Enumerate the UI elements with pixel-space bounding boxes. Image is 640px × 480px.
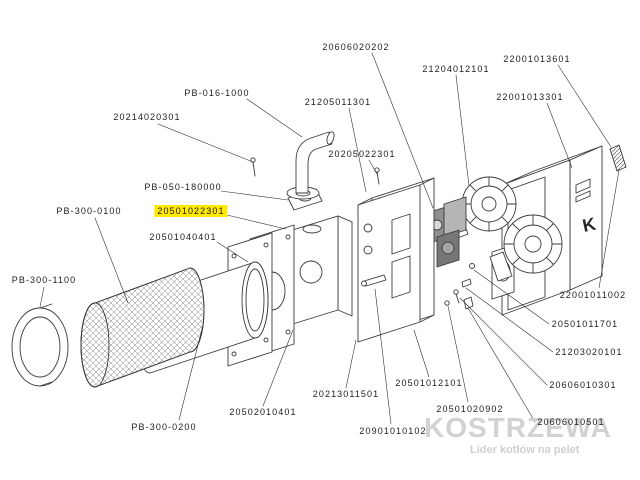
part-label-20606010501: 20606010501 [537,417,605,427]
perforated-outer-tube [80,267,205,388]
part-label-21205011301: 21205011301 [304,97,372,107]
part-label-20606020202: 20606020202 [322,42,390,52]
part-label-pb-300-0200: PB-300-0200 [131,422,197,432]
leader-lines [39,52,620,425]
part-label-20213011501: 20213011501 [312,389,380,399]
part-label-21204012101: 21204012101 [422,64,490,74]
part-label-pb-300-0100: PB-300-0100 [56,206,122,216]
part-label-20501012101: 20501012101 [395,378,463,388]
elbow-pipe [286,131,335,200]
fastener-cluster [444,263,475,310]
fan-blower-front [489,214,563,282]
igniter [361,274,387,287]
watermark-brand: KOSTRZEWA [424,412,612,443]
small-bolt [374,167,380,185]
part-label-20501022301-highlighted: 20501022301 [154,205,228,217]
rear-plate-front [357,177,435,343]
part-label-20606010301: 20606010301 [549,380,617,390]
part-label-22001013301: 22001013301 [496,92,564,102]
part-label-pb-300-1100: PB-300-1100 [11,275,77,285]
part-label-20501020902: 20501020902 [436,404,504,414]
part-label-22001013601: 22001013601 [503,54,571,64]
part-label-20501040401: 20501040401 [149,232,217,242]
part-label-20901010102: 20901010102 [359,426,427,436]
burner-body [282,215,353,328]
screw [250,157,256,177]
watermark-tagline: Lider kotłów na pelet [470,444,580,456]
casing-logo-mark: K [581,214,598,236]
part-label-20205022301: 20205022301 [328,149,396,159]
part-label-pb-016-1000: PB-016-1000 [184,88,250,98]
part-label-20214020301: 20214020301 [113,112,181,122]
part-label-pb-050-180000: PB-050-180000 [144,182,222,192]
brush-strip [609,144,627,172]
collar-ring [11,303,69,387]
part-label-22001011002: 22001011002 [559,290,627,300]
motor-assembly [429,196,467,268]
part-label-20501011701: 20501011701 [551,319,619,329]
part-label-21203020101: 21203020101 [555,347,623,357]
part-label-20502010401: 20502010401 [229,407,297,417]
